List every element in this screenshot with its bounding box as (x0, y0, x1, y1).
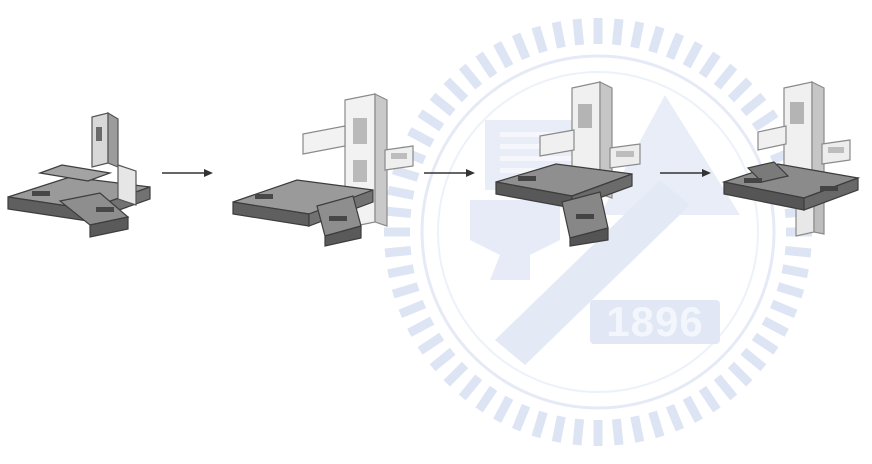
arrow-3 (658, 166, 714, 180)
seal-year-text: 1896 (606, 298, 703, 345)
seal-ring-tick (479, 54, 493, 76)
seal-ring-tick (462, 67, 478, 87)
seal-ring-tick (743, 351, 763, 367)
seal-ring-tick (653, 412, 661, 437)
seal-ring-tick (754, 336, 776, 350)
seal-ring-tick (388, 269, 414, 274)
seal-ring-tick (400, 304, 424, 314)
seal-ring-tick (702, 388, 716, 410)
seal-ring-tick (536, 27, 544, 52)
seal-ring-tick (687, 43, 699, 66)
seal-ring-tick (764, 321, 787, 333)
seal-ring-tick (670, 34, 680, 58)
seal-ring-tick (782, 269, 808, 274)
seal-ring-tick (577, 419, 580, 445)
seal-ring-tick (433, 351, 453, 367)
seal-ring-tick (731, 365, 749, 383)
seal-ring-tick (497, 398, 509, 421)
seal-ring-tick (772, 304, 796, 314)
seal-ring-tick (687, 398, 699, 421)
dark-cross-piece (724, 162, 858, 210)
seal-ring-tick (420, 113, 442, 127)
seal-ring-tick (717, 377, 733, 397)
seal-ring-tick (616, 419, 619, 445)
arrow-1 (160, 166, 216, 180)
dark-cross-piece (496, 164, 632, 246)
seal-ring-tick (778, 287, 803, 295)
seal-ring-tick (577, 19, 580, 45)
puzzle-stage-3 (482, 78, 667, 248)
seal-ring-tick (653, 27, 661, 52)
seal-year-plate (590, 300, 720, 344)
puzzle-stage-4 (718, 78, 872, 248)
seal-ring-tick (635, 22, 640, 48)
seal-ring-tick (420, 336, 442, 350)
seal-ring-tick (516, 406, 526, 430)
seal-ring-tick (616, 19, 619, 45)
seal-ring-tick (479, 388, 493, 410)
seal-ring-tick (447, 365, 465, 383)
light-side-block (118, 165, 136, 205)
seal-ring-tick (393, 287, 418, 295)
seal-ring-tick (447, 81, 465, 99)
upright-tab (92, 113, 118, 167)
seal-ring-tick (702, 54, 716, 76)
seal-ring-tick (385, 250, 411, 253)
seal-ring-tick (536, 412, 544, 437)
seal-ring-tick (462, 377, 478, 397)
seal-ring-tick (635, 416, 640, 442)
seal-ring-tick (556, 416, 561, 442)
seal-ring-tick (670, 406, 680, 430)
arrow-2 (422, 166, 478, 180)
puzzle-stage-2 (225, 90, 420, 250)
puzzle-stage-1 (0, 105, 170, 245)
seal-ring-tick (433, 96, 453, 112)
dark-cross-piece (233, 180, 373, 246)
seal-ring-tick (785, 250, 811, 253)
seal-ring-tick (556, 22, 561, 48)
seal-ring-tick (516, 34, 526, 58)
seal-ring-tick (409, 321, 432, 333)
seal-ring-tick (497, 43, 509, 66)
